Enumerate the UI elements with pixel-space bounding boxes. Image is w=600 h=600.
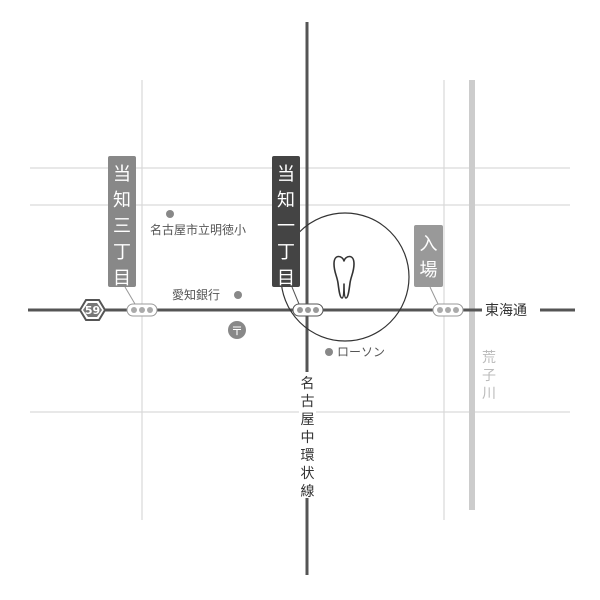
- north-south-road-label-bg: [299, 372, 316, 498]
- school-dot: [166, 210, 174, 218]
- sign-tochi-1-ch0: 当知一丁目: [277, 164, 295, 289]
- post-office-symbol: 〒: [231, 324, 243, 338]
- river-label-bg: [480, 346, 498, 404]
- school-label: 名古屋市立明徳小: [150, 222, 246, 237]
- sign-iriba-ch0: 入場: [420, 234, 438, 281]
- traffic-signal-tochi-1: [292, 303, 324, 317]
- post-office-icon: [228, 321, 246, 339]
- leader-tochi-1: [291, 286, 300, 305]
- north-south-road-label: 名古屋中環状線: [301, 376, 315, 500]
- bank-dot: [234, 291, 242, 299]
- east-west-road-label-bg: [482, 302, 540, 319]
- east-west-road-label: 東海通: [485, 303, 527, 319]
- store-label: ローソン: [337, 345, 385, 359]
- route-59-shield: 59: [78, 299, 107, 321]
- bank-label: 愛知銀行: [172, 288, 220, 302]
- route-number: 59: [85, 304, 100, 317]
- traffic-signal-iriba: [432, 303, 464, 317]
- store-dot: [325, 348, 333, 356]
- leader-iriba: [429, 286, 439, 305]
- sign-tochi-3-ch0: 当知三丁目: [113, 164, 131, 289]
- sign-tochi-1: 当知一丁目: [272, 156, 300, 289]
- sign-iriba: 入場: [414, 225, 443, 287]
- leader-tochi-3: [124, 286, 136, 305]
- traffic-signal-tochi-3: [126, 303, 158, 317]
- river-label: 荒子川: [482, 350, 496, 402]
- sign-tochi-3: 当知三丁目: [108, 156, 136, 289]
- tooth-icon: [333, 255, 355, 299]
